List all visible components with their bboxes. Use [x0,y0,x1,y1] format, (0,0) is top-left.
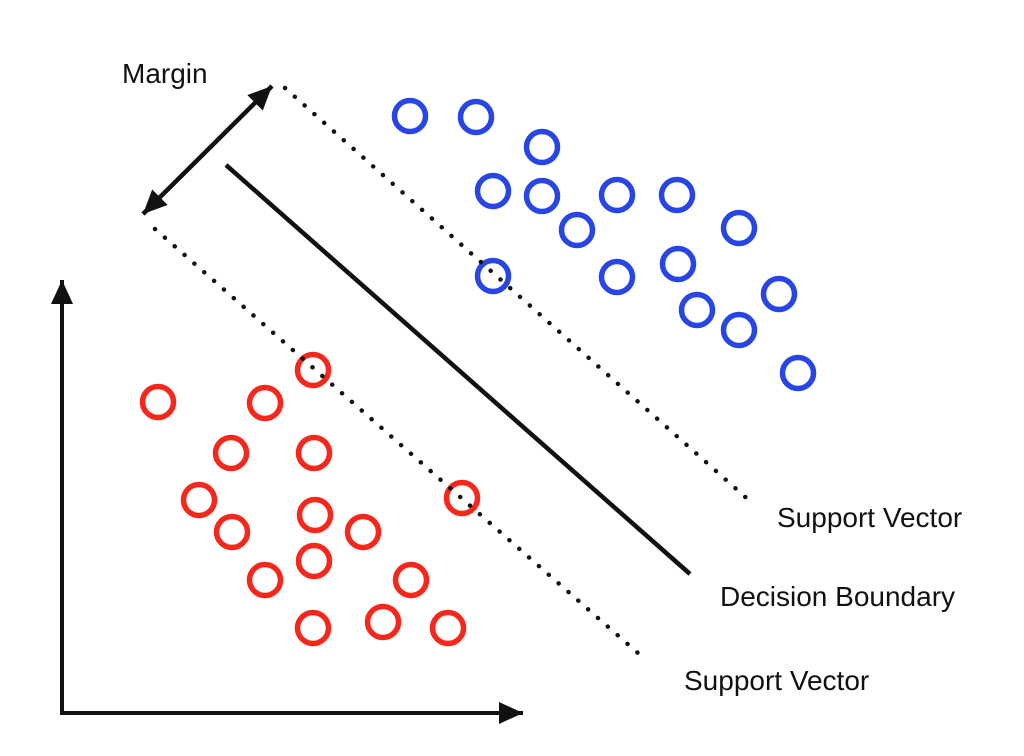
boundary-lines-group [152,85,755,664]
class-blue-point [558,211,596,249]
class-red-point [296,496,334,534]
class-red-point [295,542,333,580]
support-line-lower [152,226,650,664]
class-blue-point [760,275,798,313]
class-blue-point [598,176,636,214]
class-red-support-vector-point [294,351,332,389]
class-red-point [392,561,430,599]
support-vector-label-top: Support Vector [777,502,962,533]
class-blue-point [598,258,636,296]
margin-double-arrow [141,84,274,216]
class-blue-point [779,354,817,392]
class-red-point [246,561,284,599]
class-blue-point [523,128,561,166]
class-blue-point [678,291,716,329]
class-red-support-vector-point [443,479,481,517]
class-red-point [344,513,382,551]
class-blue-point [457,98,495,136]
class-red-point [213,513,251,551]
decision-boundary-label: Decision Boundary [720,581,955,612]
class-blue-point [720,311,758,349]
class-blue-point [474,172,512,210]
class-red-point [246,384,284,422]
class-blue-support-vector-point [474,257,512,295]
decision-boundary-line [224,163,692,576]
class-red-point [364,603,402,641]
axes-group [51,280,523,724]
class-red-point [429,609,467,647]
scatter-points-group [139,97,817,647]
class-red-point [139,383,177,421]
class-red-point [294,609,332,647]
class-red-point [180,481,218,519]
class-blue-point [658,176,696,214]
support-line-upper [282,85,755,506]
class-blue-point [523,177,561,215]
xy-axes [51,280,523,724]
margin-arrow-group [141,84,274,216]
margin-label: Margin [122,58,208,89]
class-red-point [212,434,250,472]
class-red-point [295,434,333,472]
class-blue-point [391,97,429,135]
class-blue-point [659,245,697,283]
class-blue-point [720,209,758,247]
support-vector-label-bottom: Support Vector [684,665,869,696]
